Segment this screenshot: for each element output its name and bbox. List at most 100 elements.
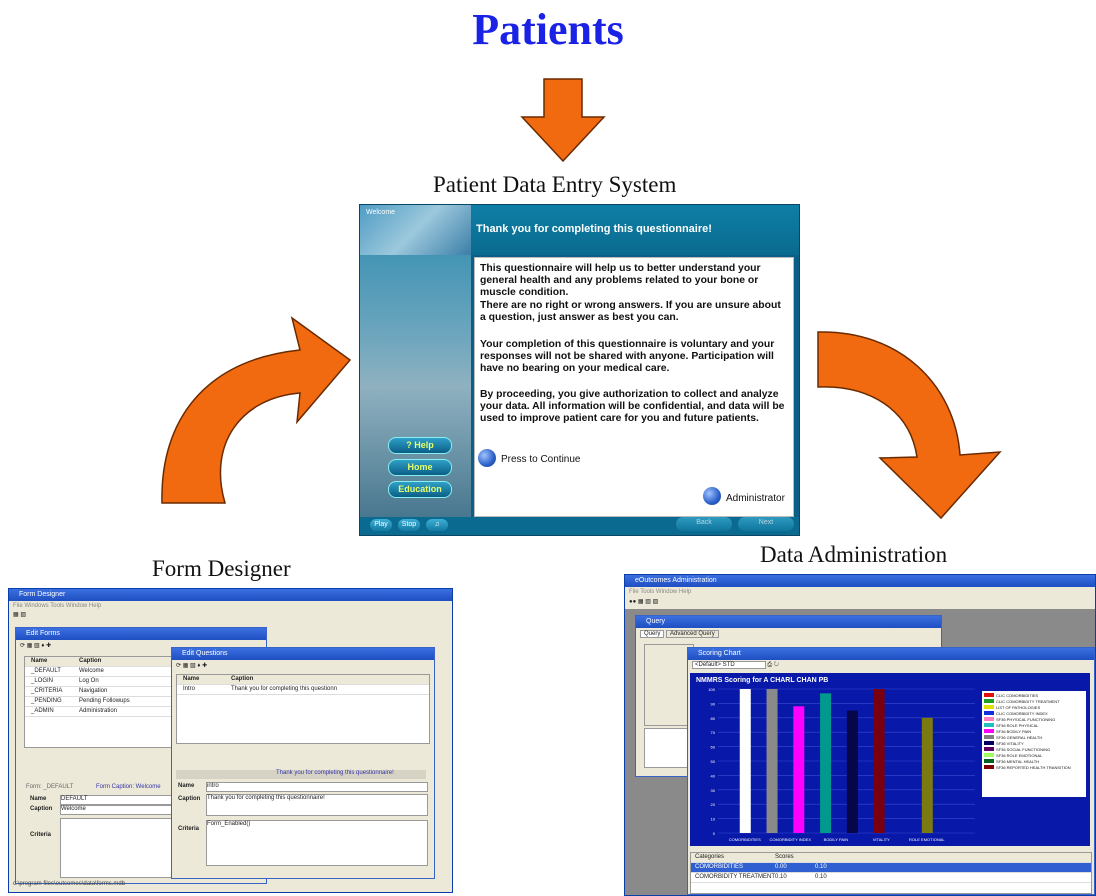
q-criteria-field[interactable]: Form_Enabled() <box>206 820 428 866</box>
y-tick-label: 70 <box>711 730 716 735</box>
q-name-label: Name <box>178 783 195 789</box>
row-name: _PENDING <box>31 698 62 704</box>
question-header: Thank you for completing this questionna… <box>176 770 426 779</box>
admin-titlebar: eOutcomes Administration <box>625 575 1095 587</box>
next-button[interactable]: Next <box>738 517 794 531</box>
legend-swatch <box>984 705 994 709</box>
volume-button[interactable]: ♫ <box>426 519 448 531</box>
bar <box>739 689 751 833</box>
legend-label: SF36 MENTAL HEALTH <box>996 759 1040 764</box>
education-button[interactable]: Education <box>388 481 452 498</box>
legend-label: SF36 REPORTED HEALTH TRANSITION <box>996 765 1071 770</box>
row-name: Intro <box>183 686 196 692</box>
back-button[interactable]: Back <box>676 517 732 531</box>
table-row[interactable]: _DEFAULT Welcome <box>25 667 257 677</box>
help-button[interactable]: ? Help <box>388 437 452 454</box>
page-title: Patients <box>472 5 624 54</box>
row-name: _DEFAULT <box>31 668 61 674</box>
row-score: 0.10 <box>775 874 787 880</box>
continue-label: Press to Continue <box>501 454 581 465</box>
patient-entry-screen: Welcome Thank you for completing this qu… <box>359 204 800 536</box>
administrator-button[interactable] <box>703 487 721 505</box>
legend-item: SF36 SOCIAL FUNCTIONING <box>984 747 1084 752</box>
y-tick-label: 100 <box>708 687 715 692</box>
home-button[interactable]: Home <box>388 459 452 476</box>
designer-statusbar: c:\program files\outcomes\data\forms.mdb <box>13 881 126 887</box>
edit-questions-titlebar: Edit Questions <box>172 648 434 660</box>
row-name: _ADMIN <box>31 708 54 714</box>
designer-titlebar: Form Designer <box>9 589 452 601</box>
continue-button[interactable] <box>478 449 496 467</box>
tab-advanced-query[interactable]: Advanced Query <box>666 630 719 638</box>
question-caption-preview: Thank you for completing this questionna… <box>276 770 394 776</box>
forms-table-header: Name Caption <box>25 657 257 667</box>
q-caption-field[interactable]: Thank you for completing this questionna… <box>206 794 428 816</box>
row-name: _CRITERIA <box>31 688 63 694</box>
play-button[interactable]: Play <box>370 519 392 531</box>
col-name: Name <box>31 658 48 664</box>
print-icon[interactable]: ⎙ ↻ <box>767 662 779 668</box>
paragraph-3: Your completion of this questionnaire is… <box>480 339 775 374</box>
x-tick-label: ROLE EMOTIONAL <box>909 837 945 842</box>
chart-titlebar: Scoring Chart <box>688 648 1094 660</box>
toolbar-icons[interactable]: ⟳ ▦ ▧ ♦ ✚ <box>20 643 52 649</box>
stop-button[interactable]: Stop <box>398 519 420 531</box>
tab-query[interactable]: Query <box>640 630 665 638</box>
binoculars-icon[interactable]: ●● <box>629 599 637 605</box>
table-row[interactable]: _ADMIN Administration <box>25 707 257 717</box>
bar <box>766 689 778 833</box>
forms-toolbar: ⟳ ▦ ▧ ♦ ✚ <box>16 640 266 651</box>
y-tick-label: 0 <box>713 831 716 836</box>
col-caption: Caption <box>79 658 102 664</box>
designer-menubar[interactable]: File Windows Tools Window Help <box>13 603 102 609</box>
row-caption: Administration <box>79 708 118 714</box>
row-caption: Welcome <box>79 668 104 674</box>
legend-item: SF36 BODILY PAIN <box>984 729 1084 734</box>
legend-label: CLIC COMORBIDITY TREATMENT <box>996 699 1060 704</box>
logo-text: Welcome <box>366 209 396 216</box>
legend-label: CLIC COMORBIDITY INDEX <box>996 711 1048 716</box>
toolbar-icons[interactable]: ▦ ▧ ▨ <box>637 599 659 605</box>
legend-swatch <box>984 699 994 703</box>
admin-caption: Data Administration <box>760 542 948 567</box>
query-form[interactable] <box>644 644 694 726</box>
name-field[interactable]: DEFAULT <box>60 795 182 805</box>
legend-swatch <box>984 747 994 751</box>
form-designer-window: Form Designer File Windows Tools Window … <box>8 588 453 893</box>
q-name-field[interactable]: intro <box>206 782 428 792</box>
admin-menubar[interactable]: File Tools Window Help <box>625 587 1095 597</box>
criteria-field-label: Criteria <box>30 832 52 838</box>
legend-label: SF36 GENERAL HEALTH <box>996 735 1043 740</box>
legend-label: CLIC COMORBIDITIES <box>996 693 1039 698</box>
caption-field[interactable]: Welcome <box>60 805 182 815</box>
legend-label: SF36 VITALITY <box>996 741 1024 746</box>
questions-toolbar: ⟳ ▦ ▧ ♦ ✚ <box>172 660 434 671</box>
toolbar-icons[interactable]: ⟳ ▦ ▧ ♦ ✚ <box>176 663 208 669</box>
x-tick-label: COMORBIDITIES <box>729 837 761 842</box>
toolbar-icon[interactable]: ▦ ▧ <box>13 612 27 618</box>
administrator-label: Administrator <box>726 493 785 504</box>
legend-label: SF36 PHYSICAL FUNCTIONING <box>996 717 1056 722</box>
bar <box>846 710 858 833</box>
designer-caption: Form Designer <box>152 556 291 581</box>
chart-title: NMMRS Scoring for A CHARL CHAN PB <box>696 677 829 684</box>
chart-select[interactable]: <Default> STD <box>692 661 766 669</box>
legend-swatch <box>984 693 994 697</box>
legend-label: SF36 ROLE EMOTIONAL <box>996 753 1043 758</box>
col-categories: Categories <box>695 854 725 860</box>
q-caption-label: Caption <box>178 796 201 802</box>
criteria-field[interactable] <box>60 818 182 878</box>
legend-item: SF36 REPORTED HEALTH TRANSITION <box>984 765 1084 770</box>
legend-item: SF36 PHYSICAL FUNCTIONING <box>984 717 1084 722</box>
y-tick-label: 80 <box>711 716 716 721</box>
content-panel <box>474 257 794 517</box>
